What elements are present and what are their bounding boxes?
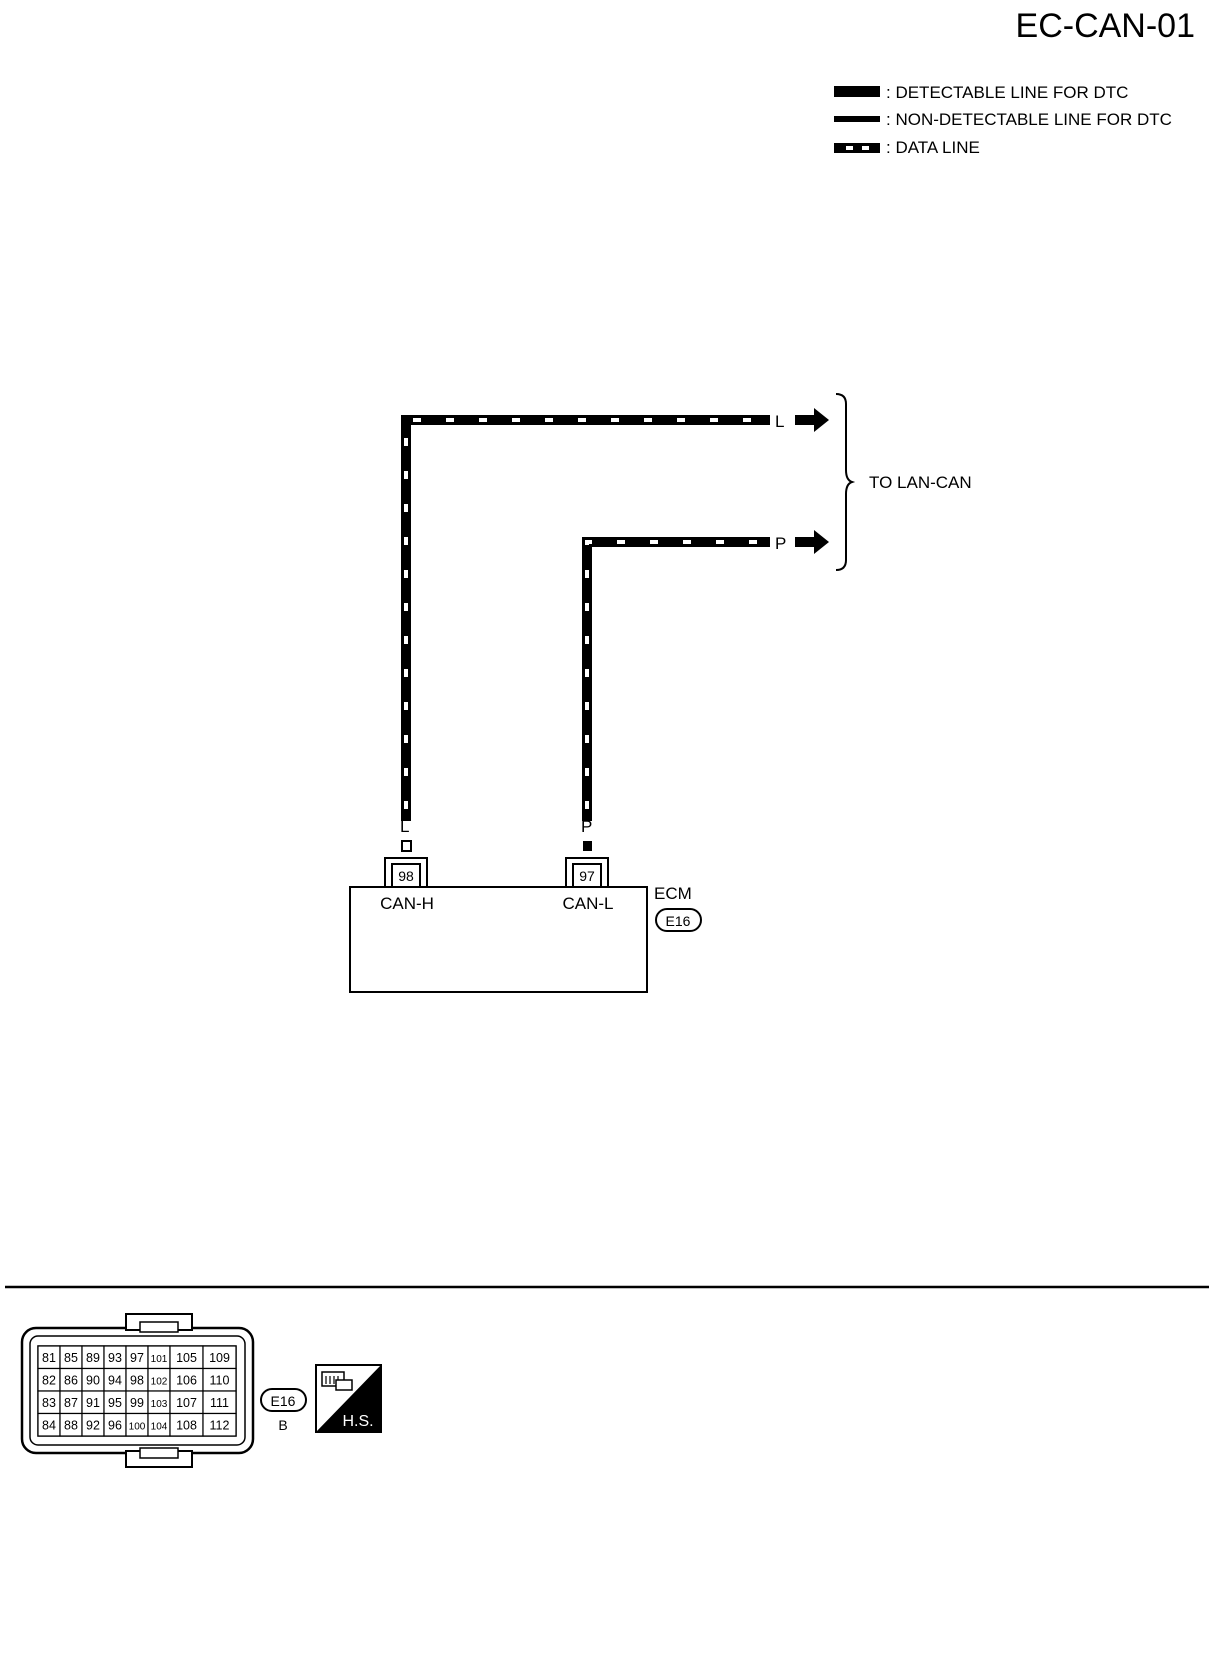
connector-cavity-number: 93 xyxy=(108,1351,122,1365)
connector-cavity-number: 88 xyxy=(64,1418,78,1432)
connector-bottom-latch-inner xyxy=(139,1447,179,1459)
connector-cavity-number: 105 xyxy=(176,1351,197,1365)
ecm-connector-id: E16 xyxy=(666,913,691,929)
pin-97-connector-outer xyxy=(565,857,609,887)
pin-97-box xyxy=(572,863,602,888)
connector-cavity-number: 83 xyxy=(42,1396,56,1410)
connector-icon xyxy=(321,1371,353,1391)
connector-view-id: E16 xyxy=(271,1393,296,1409)
can-h-wire-end-label: L xyxy=(400,817,409,836)
connector-top-latch-inner xyxy=(139,1321,179,1333)
connector-cavity-number: 109 xyxy=(209,1351,230,1365)
connector-icon-plug xyxy=(335,1379,353,1391)
connector-cavity-number: 107 xyxy=(176,1396,197,1410)
pin-98-connector-outer xyxy=(384,857,428,887)
can-h-wire-stub xyxy=(401,840,412,852)
connector-view: 81 85 89 93 97 101 105 109 82 86 90 94 98 102 106 110 83… xyxy=(20,1313,382,1468)
legend-swatch-detectable xyxy=(834,86,880,97)
ecm-unit: 98 CAN-H 97 CAN-L ECM E16 xyxy=(349,857,702,993)
legend-swatch-data-dash xyxy=(862,146,869,150)
harness-side-icon: H.S. xyxy=(315,1364,382,1433)
connector-cavity-number: 97 xyxy=(130,1351,144,1365)
can-l-wire-dashes xyxy=(585,540,770,821)
can-l-wire-color-label: P xyxy=(775,534,786,553)
connector-cavity-number: 82 xyxy=(42,1373,56,1387)
connector-cavity-number: 95 xyxy=(108,1396,122,1410)
can-l-wire-stub xyxy=(583,841,592,851)
connector-cavity-number: 98 xyxy=(130,1373,144,1387)
connector-cavity-number: 96 xyxy=(108,1418,122,1432)
legend-swatch-non-detectable xyxy=(834,116,880,122)
connector-cavity-number: 92 xyxy=(86,1418,100,1432)
connector-cavity-number: 94 xyxy=(108,1373,122,1387)
legend-swatch-data-dash xyxy=(846,146,853,150)
can-l-wire-outer xyxy=(582,537,770,821)
connector-cavity-number: 100 xyxy=(129,1421,146,1432)
connector-cavity-number: 90 xyxy=(86,1373,100,1387)
can-l-wire-end-label: P xyxy=(581,817,592,836)
ecm-name: ECM xyxy=(654,884,692,903)
connector-cavity xyxy=(202,1412,237,1437)
diagram-title: EC-CAN-01 xyxy=(1016,7,1195,45)
connector-cavity-number: 106 xyxy=(176,1373,197,1387)
legend-non-detectable-text: : NON-DETECTABLE LINE FOR DTC xyxy=(886,110,1172,129)
connector-cavity-number: 111 xyxy=(210,1396,229,1410)
connector-cavity-number: 112 xyxy=(210,1418,230,1432)
can-h-wire-color-label: L xyxy=(775,412,784,431)
legend-data-line-text: : DATA LINE xyxy=(886,138,980,157)
connector-cavity-number: 87 xyxy=(64,1396,78,1410)
connector-cavity-number: 89 xyxy=(86,1351,100,1365)
destination-label: TO LAN-CAN xyxy=(869,473,972,492)
pin-98-number: 98 xyxy=(398,868,414,884)
pin-98-box xyxy=(391,863,421,888)
connector-cavity-number: 81 xyxy=(42,1351,56,1365)
connector-cavity-number: 108 xyxy=(176,1418,197,1432)
connector-cavity-number: 103 xyxy=(151,1399,168,1410)
can-h-wire-dashes xyxy=(404,418,770,821)
connector-cavity-number: 85 xyxy=(64,1351,78,1365)
connector-cavity-number: 86 xyxy=(64,1373,78,1387)
ecm-connector-badge xyxy=(655,908,702,932)
connector-cavity-number: 99 xyxy=(130,1396,144,1410)
ecm-box xyxy=(349,886,648,993)
connector-cavity-number: 91 xyxy=(86,1396,100,1410)
can-l-wire: P P xyxy=(581,530,829,851)
hs-badge-diagonal xyxy=(316,1365,381,1432)
connector-cavity-number: 104 xyxy=(151,1421,168,1432)
arrow-right-icon xyxy=(795,408,829,432)
pin-97-number: 97 xyxy=(579,868,595,884)
connector-color-code: B xyxy=(278,1417,287,1433)
legend: : DETECTABLE LINE FOR DTC : NON-DETECTAB… xyxy=(834,83,1172,157)
arrow-right-icon xyxy=(795,530,829,554)
connector-view-id-badge xyxy=(260,1388,307,1412)
legend-swatch-data-line xyxy=(834,143,880,153)
connector-cavity-number: 110 xyxy=(210,1373,230,1387)
connector-cavity-number: 84 xyxy=(42,1418,56,1432)
connector-inner-shell xyxy=(29,1335,246,1446)
connector-cavity-number: 102 xyxy=(151,1376,168,1387)
cavity-grid: 81 85 89 93 97 101 105 109 82 86 90 94 98 102 106 110 83… xyxy=(37,1345,237,1437)
can-h-wire: L L xyxy=(400,408,829,852)
connector-cavity-number: 101 xyxy=(151,1354,168,1365)
legend-detectable-text: : DETECTABLE LINE FOR DTC xyxy=(886,83,1128,102)
hs-badge-text: H.S. xyxy=(342,1413,373,1430)
pin-97-label: CAN-L xyxy=(562,894,613,913)
destination-bracket xyxy=(835,393,856,571)
pin-98-label: CAN-H xyxy=(380,894,434,913)
